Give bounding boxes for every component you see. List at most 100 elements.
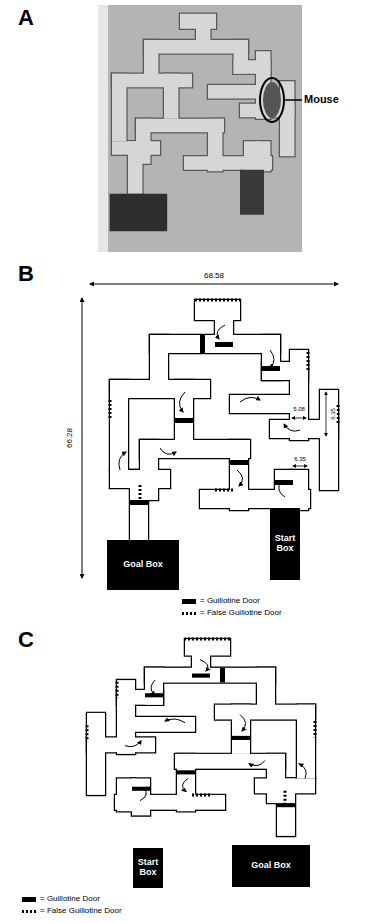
dimension-label: 5.08 (292, 406, 306, 413)
maze-wall (192, 654, 210, 679)
route-arrow (270, 350, 274, 368)
box-label: Start Box (272, 534, 298, 554)
maze-wall (175, 380, 193, 440)
dimension-label: 6.35 (330, 407, 337, 421)
maze-wall (230, 395, 290, 413)
route-arrow (165, 719, 185, 723)
legend-row: = False Guillotine Door (22, 907, 122, 916)
photo-goal-box (110, 194, 168, 232)
route-arrow (119, 452, 126, 470)
maze-corridor (128, 141, 142, 194)
width-dimension (90, 284, 338, 285)
dimension-label: 68.58 (203, 272, 225, 281)
maze-corridor (110, 380, 128, 470)
maze-corridor (135, 717, 195, 732)
maze-corridor (132, 779, 150, 816)
box-label: Start Box (135, 858, 161, 878)
guillotine-door (275, 480, 293, 485)
maze-wall (195, 300, 240, 320)
route-arrow (182, 779, 188, 792)
height-dimension (82, 298, 83, 578)
guillotine-door (200, 335, 205, 353)
maze-wall (270, 420, 338, 438)
legend-swatch (182, 599, 196, 604)
false-guillotine-door (185, 638, 230, 641)
corridor-dimension (293, 466, 307, 467)
maze-corridor (234, 60, 271, 74)
false-guillotine-door (116, 682, 119, 698)
leader-line (284, 99, 302, 101)
maze-corridor (215, 318, 233, 348)
legend-text: = Guillotine Door (40, 895, 100, 904)
legend-text: = False Guillotine Door (200, 609, 282, 618)
box: Start Box (270, 508, 300, 580)
maze-corridor (175, 380, 193, 440)
panel-label: Mouse (304, 93, 339, 105)
maze-wall (320, 390, 338, 490)
route-arrow (240, 397, 260, 402)
guillotine-door (215, 342, 233, 347)
route-arrow (200, 660, 208, 671)
box-label: Goal Box (251, 861, 291, 871)
maze-wall (208, 85, 256, 99)
dimension-label: 6.35 (293, 456, 307, 463)
maze-corridor (130, 470, 148, 540)
maze-corridor (320, 390, 338, 490)
maze-corridor (87, 738, 155, 753)
maze-corridor (270, 420, 338, 438)
route-arrow (249, 760, 265, 765)
maze-corridor (262, 362, 308, 380)
guillotine-door (230, 460, 248, 465)
guillotine-door (130, 500, 148, 505)
maze-wall (215, 318, 233, 348)
maze-corridor (208, 85, 256, 99)
route-arrow (151, 680, 155, 695)
route-arrow (125, 741, 141, 747)
corridor-dimension (326, 392, 327, 436)
guillotine-door (192, 674, 210, 678)
maze-corridor (87, 713, 105, 795)
box: Start Box (133, 848, 163, 888)
guillotine-door (220, 668, 225, 683)
maze-corridor (232, 705, 250, 754)
maze-wall (234, 60, 271, 74)
maze-corridor (164, 74, 178, 119)
false-guillotine-door (86, 725, 89, 741)
maze-wall (277, 779, 295, 836)
route-arrow (179, 392, 185, 412)
legend-sample (182, 611, 196, 616)
guillotine-door (232, 736, 250, 740)
mouse-circle (260, 78, 284, 122)
maze-wall (128, 141, 142, 194)
route-arrow (284, 424, 300, 431)
maze-wall (280, 81, 294, 156)
route-arrow (160, 448, 176, 454)
maze-corridor (230, 395, 290, 413)
photo-start-box (240, 170, 264, 215)
legend-row: = Guillotine Door (22, 895, 100, 904)
maze-corridor (112, 74, 126, 142)
maze-wall (130, 470, 148, 540)
maze-wall (87, 738, 155, 753)
maze-corridor (117, 690, 163, 705)
false-guillotine-door (190, 793, 210, 796)
photo-background (98, 5, 302, 252)
guillotine-door (277, 803, 295, 807)
route-arrow (140, 788, 146, 801)
box-label: Goal Box (123, 560, 163, 570)
route-arrow (240, 715, 246, 731)
route-arrow (217, 325, 225, 339)
maze-wall (164, 74, 178, 119)
false-guillotine-door (215, 489, 235, 492)
route-arrow (279, 481, 285, 497)
maze-corridor (145, 668, 275, 683)
maze-wall (180, 14, 216, 29)
maze-corridor (144, 40, 248, 54)
maze-corridor (180, 14, 216, 29)
maze-corridor (297, 705, 315, 779)
maze-wall (110, 380, 128, 470)
box: Goal Box (107, 540, 179, 590)
false-guillotine-door (284, 791, 287, 803)
